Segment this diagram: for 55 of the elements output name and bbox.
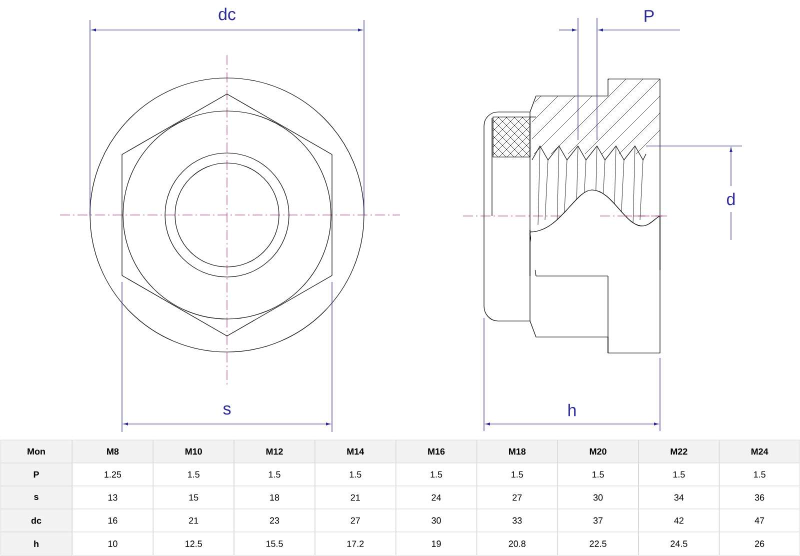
table-cell: Mon bbox=[0, 440, 72, 464]
table-cell: 36 bbox=[719, 486, 800, 510]
table-cell: M22 bbox=[638, 440, 720, 464]
table-cell: 1.5 bbox=[476, 462, 558, 486]
table-cell: 18 bbox=[234, 486, 315, 510]
dimension-label: dc bbox=[218, 8, 236, 20]
table-cell: 1.5 bbox=[153, 462, 234, 486]
table-cell: M18 bbox=[476, 440, 558, 464]
table-cell: 16 bbox=[72, 508, 154, 532]
table-cell: 24.5 bbox=[638, 532, 720, 556]
table-cell: 1.5 bbox=[558, 462, 638, 486]
table-cell: 1.5 bbox=[234, 462, 315, 486]
table-cell: 10 bbox=[72, 532, 154, 556]
table-cell: 21 bbox=[153, 508, 234, 532]
table-cell: 23 bbox=[234, 508, 315, 532]
table-cell: 42 bbox=[638, 508, 720, 532]
table-cell: P bbox=[0, 462, 72, 486]
table-cell: 37 bbox=[558, 508, 638, 532]
table-cell: 34 bbox=[638, 486, 720, 510]
table-cell: 27 bbox=[314, 508, 396, 532]
table-cell: 17.2 bbox=[314, 532, 396, 556]
table-cell: M10 bbox=[153, 440, 234, 464]
dimension-label: P bbox=[644, 10, 654, 22]
table-cell: M8 bbox=[72, 440, 154, 464]
table-cell: 1.25 bbox=[72, 462, 154, 486]
table-cell: 13 bbox=[72, 486, 154, 510]
table-cell: 22.5 bbox=[558, 532, 638, 556]
table-cell: M24 bbox=[719, 440, 800, 464]
dimension-label: d bbox=[727, 192, 735, 206]
table-cell: M14 bbox=[314, 440, 396, 464]
table-cell: s bbox=[0, 486, 72, 510]
table-cell: 19 bbox=[396, 532, 477, 556]
table-cell: M16 bbox=[396, 440, 477, 464]
table-cell: 1.5 bbox=[314, 462, 396, 486]
table-cell: 20.8 bbox=[476, 532, 558, 556]
table-cell: 15.5 bbox=[234, 532, 315, 556]
table-cell: M20 bbox=[558, 440, 638, 464]
table-cell: h bbox=[0, 532, 72, 556]
table-cell: 30 bbox=[558, 486, 638, 510]
table-cell: 26 bbox=[719, 532, 800, 556]
dimension-label: h bbox=[568, 404, 576, 416]
table-cell: 33 bbox=[476, 508, 558, 532]
table-cell: 1.5 bbox=[396, 462, 477, 486]
table-cell: 12.5 bbox=[153, 532, 234, 556]
dimension-label: s bbox=[223, 405, 231, 415]
table-cell: M12 bbox=[234, 440, 315, 464]
table-cell: 1.5 bbox=[719, 462, 800, 486]
table-cell: dc bbox=[0, 508, 72, 532]
table-cell: 27 bbox=[476, 486, 558, 510]
table-cell: 1.5 bbox=[638, 462, 720, 486]
table-cell: 15 bbox=[153, 486, 234, 510]
table-cell: 21 bbox=[314, 486, 396, 510]
table-cell: 47 bbox=[719, 508, 800, 532]
table-cell: 30 bbox=[396, 508, 477, 532]
table-cell: 24 bbox=[396, 486, 477, 510]
